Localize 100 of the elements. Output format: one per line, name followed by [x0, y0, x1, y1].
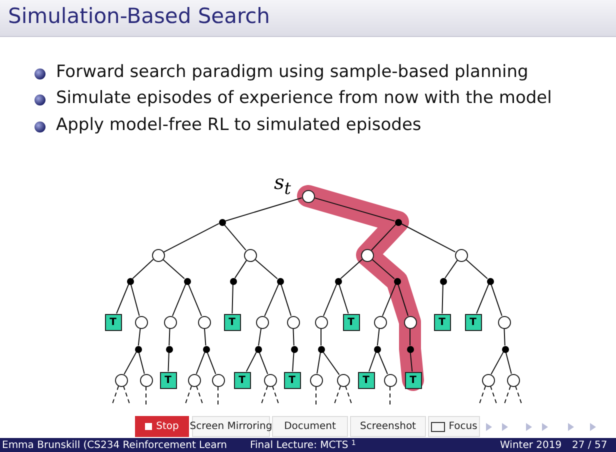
screenshot-button: Screenshot — [350, 416, 426, 437]
tree-edge — [234, 260, 247, 279]
action-dot — [440, 278, 446, 284]
tree-edge — [116, 284, 130, 314]
tree-edge — [254, 258, 278, 280]
state-circle — [114, 374, 128, 386]
document-button: Document — [272, 416, 348, 437]
tree-edge — [138, 328, 141, 346]
tree-edge — [292, 352, 294, 372]
tree-edge — [314, 197, 396, 222]
tree-edge — [224, 197, 302, 222]
tree-edge — [371, 258, 395, 280]
action-dot — [502, 346, 508, 352]
terminal-box: T — [104, 314, 122, 330]
tree-edge — [400, 223, 456, 252]
action-dot — [202, 346, 210, 352]
state-circle — [384, 374, 396, 386]
dashed-branch-line — [504, 386, 512, 406]
tree-edge — [280, 284, 292, 316]
state-label: s$_{t}$ — [274, 170, 291, 198]
dashed-branch-line — [514, 386, 522, 406]
state-circle — [188, 374, 200, 386]
tree-edge — [162, 258, 185, 280]
tree-edge — [465, 258, 488, 280]
tree-edge — [338, 284, 349, 314]
tree-edge — [206, 352, 216, 374]
state-circle — [506, 374, 520, 386]
state-circle — [374, 316, 386, 328]
bullet-text: Forward search paradigm using sample-based planning — [56, 62, 528, 82]
footer-text: Winter 2019 — [500, 439, 562, 452]
state-circle — [314, 316, 328, 328]
tree-edge — [370, 224, 396, 251]
state-circle — [336, 374, 350, 386]
footer-text: Emma Brunskill (CS234 Reinforcement Learn — [2, 439, 227, 452]
dashed-branch-line — [112, 386, 120, 406]
terminal-box: T — [234, 372, 250, 388]
tree-edge — [444, 260, 458, 279]
action-dot — [184, 278, 190, 284]
bullet-text: Simulate episodes of experience from now with the model — [56, 88, 552, 108]
tree-edge — [490, 284, 502, 316]
dashed-branch-line — [260, 386, 268, 406]
action-dot — [334, 278, 342, 284]
tree-edge — [196, 352, 206, 374]
dashed-branch-line — [344, 386, 352, 406]
action-dot — [230, 278, 236, 284]
tree-edge — [232, 284, 234, 314]
tree-edge — [504, 328, 506, 346]
state-circle — [134, 316, 148, 328]
action-dot — [290, 346, 298, 352]
tree-edge — [172, 284, 186, 316]
action-dot — [166, 346, 172, 352]
state-circle — [454, 248, 468, 262]
state-circle — [498, 316, 510, 328]
tree-edge — [320, 328, 322, 346]
tree-edge — [132, 258, 154, 280]
tree-edge — [258, 352, 268, 374]
tree-edge — [163, 223, 220, 253]
action-dot — [134, 346, 142, 352]
dashed-branch-line — [334, 386, 342, 406]
terminal-box: T — [358, 372, 374, 388]
action-dot — [486, 278, 494, 284]
dashed-branch-line — [196, 386, 204, 406]
state-circle — [140, 374, 152, 386]
tree-edge — [204, 328, 206, 346]
tree-edge — [168, 352, 170, 372]
tree-edge — [264, 284, 280, 317]
focus-button: Focus — [428, 416, 480, 437]
tree-edge — [224, 224, 246, 251]
tree-edge — [476, 284, 490, 314]
state-circle — [482, 374, 494, 386]
action-dot — [254, 346, 262, 352]
terminal-box: T — [464, 314, 482, 330]
dashed-branch-line — [272, 386, 280, 406]
tree-edge — [168, 328, 170, 346]
tree-edge — [316, 352, 321, 374]
tree-edge — [138, 352, 145, 374]
tree-edge — [442, 284, 444, 314]
tree-edge — [322, 351, 340, 376]
tree-edge — [398, 284, 409, 316]
tree-edge — [323, 284, 338, 316]
tree-edge — [130, 284, 140, 316]
state-circle — [256, 316, 268, 328]
dashed-branch-line — [184, 386, 192, 406]
state-circle — [198, 316, 210, 328]
dashed-branch-line — [122, 386, 130, 406]
dashed-branch-line — [478, 386, 486, 406]
screen-mirroring-button: Screen Mirroring — [192, 416, 270, 437]
terminal-box: T — [160, 372, 176, 388]
tree-edge — [258, 328, 262, 346]
footer-text: Final Lecture: MCTS $^{1}$ — [250, 439, 356, 452]
tree-edge — [188, 284, 202, 316]
tree-edge — [124, 352, 137, 375]
tree-edge — [368, 352, 376, 372]
bullet-text: Apply model-free RL to simulated episodes — [56, 115, 422, 135]
state-circle — [212, 374, 224, 386]
state-circle — [152, 248, 164, 262]
action-dot — [374, 346, 380, 352]
action-dot — [276, 278, 284, 284]
tree-edge — [505, 352, 512, 374]
tree-edge — [378, 352, 388, 374]
